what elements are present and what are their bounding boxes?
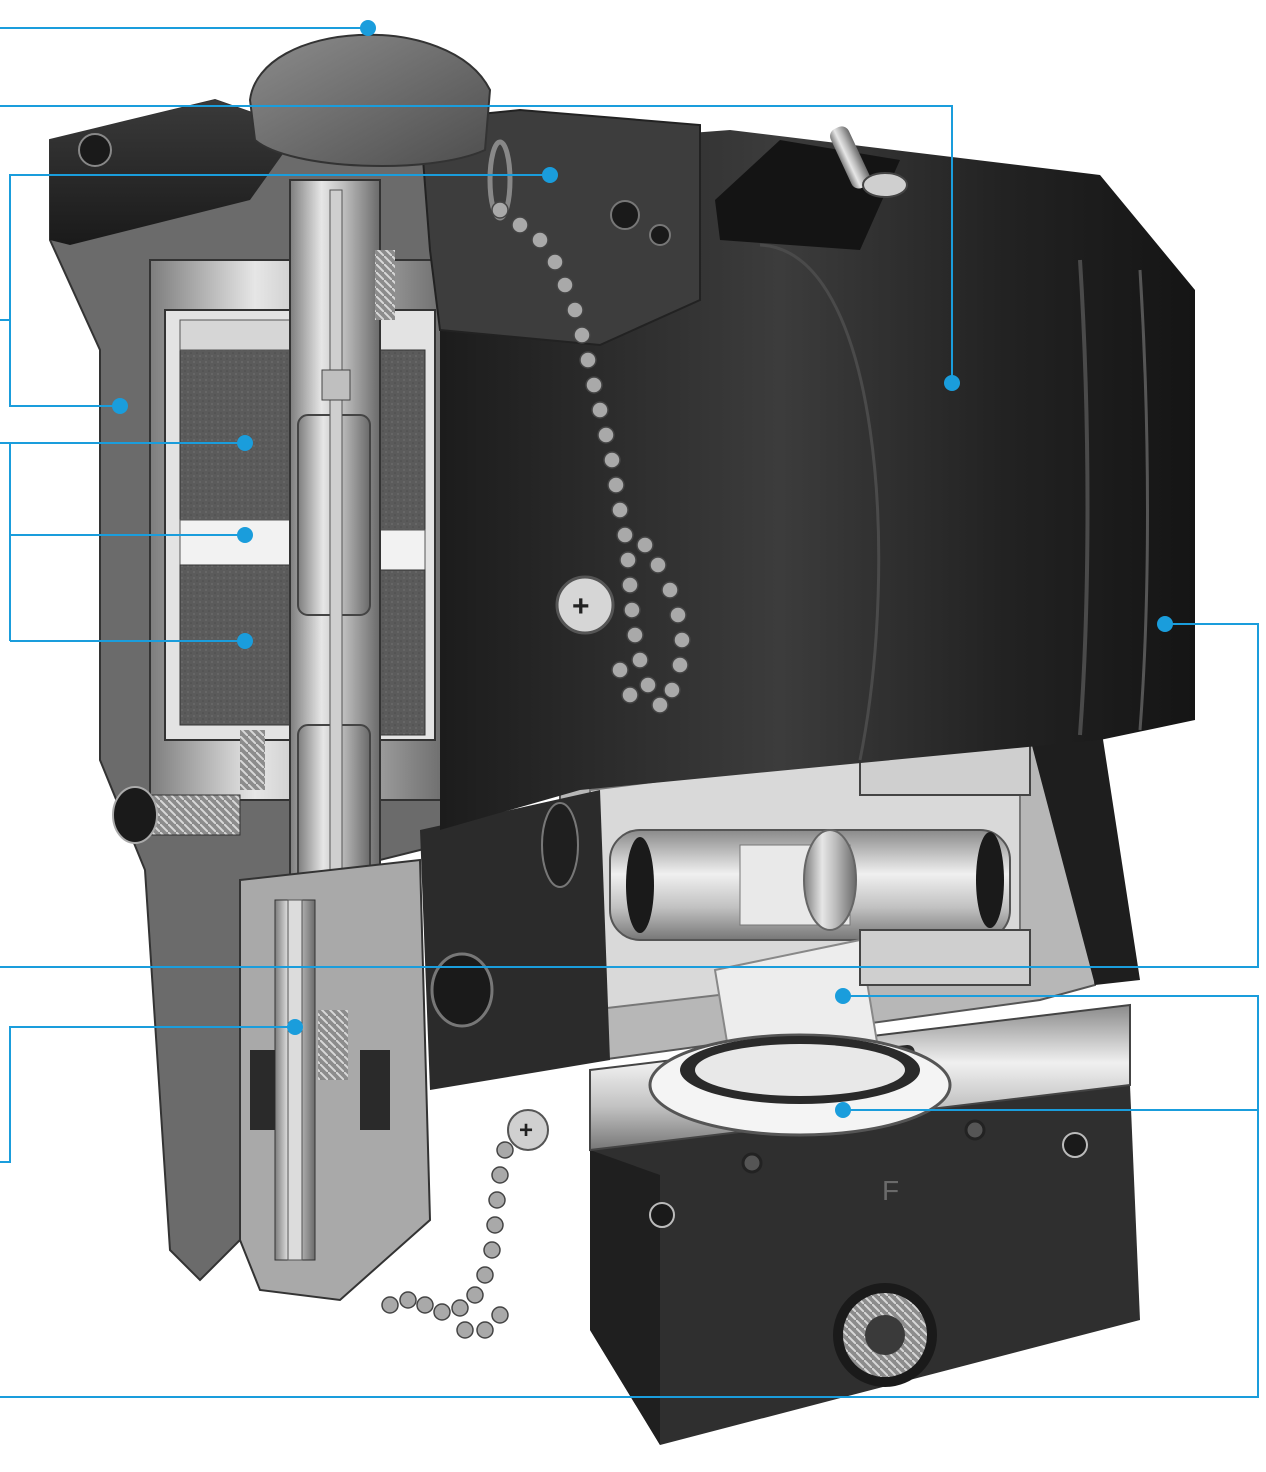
callout-line-housing xyxy=(9,175,120,407)
callout-dot-poppet xyxy=(835,988,851,1004)
port-marking-label: F xyxy=(882,1175,899,1206)
callout-dot-coil-upper xyxy=(237,435,253,451)
callout-dot-coil-gap xyxy=(237,527,253,543)
callout-dot-seat xyxy=(835,1102,851,1118)
callout-dot-cover xyxy=(944,375,960,391)
callout-dot-top-block xyxy=(542,167,558,183)
callout-line-end-cap xyxy=(0,623,1259,968)
callout-line-stem xyxy=(0,1026,295,1163)
callout-line-cover xyxy=(0,105,953,383)
callout-dots xyxy=(112,20,1173,1118)
callout-dot-coil-lower xyxy=(237,633,253,649)
callout-dot-cap xyxy=(360,20,376,36)
callout-dot-housing xyxy=(112,398,128,414)
svg-text:+: + xyxy=(519,1117,533,1144)
end-cap xyxy=(859,700,1140,986)
valve-illustration: F xyxy=(49,33,1195,1445)
ball-chain-upper xyxy=(491,201,691,714)
solenoid-cover: + xyxy=(248,33,1195,830)
callout-dot-end-cap xyxy=(1157,616,1173,632)
left-housing: + xyxy=(49,98,610,1302)
callout-line-base-bracket xyxy=(0,995,1259,1398)
callout-dot-stem xyxy=(287,1019,303,1035)
ball-chain-lower xyxy=(381,1141,514,1339)
callout-line-coil-bracket xyxy=(0,442,11,641)
svg-text:+: + xyxy=(572,590,590,623)
callout-lines xyxy=(0,27,1259,1398)
